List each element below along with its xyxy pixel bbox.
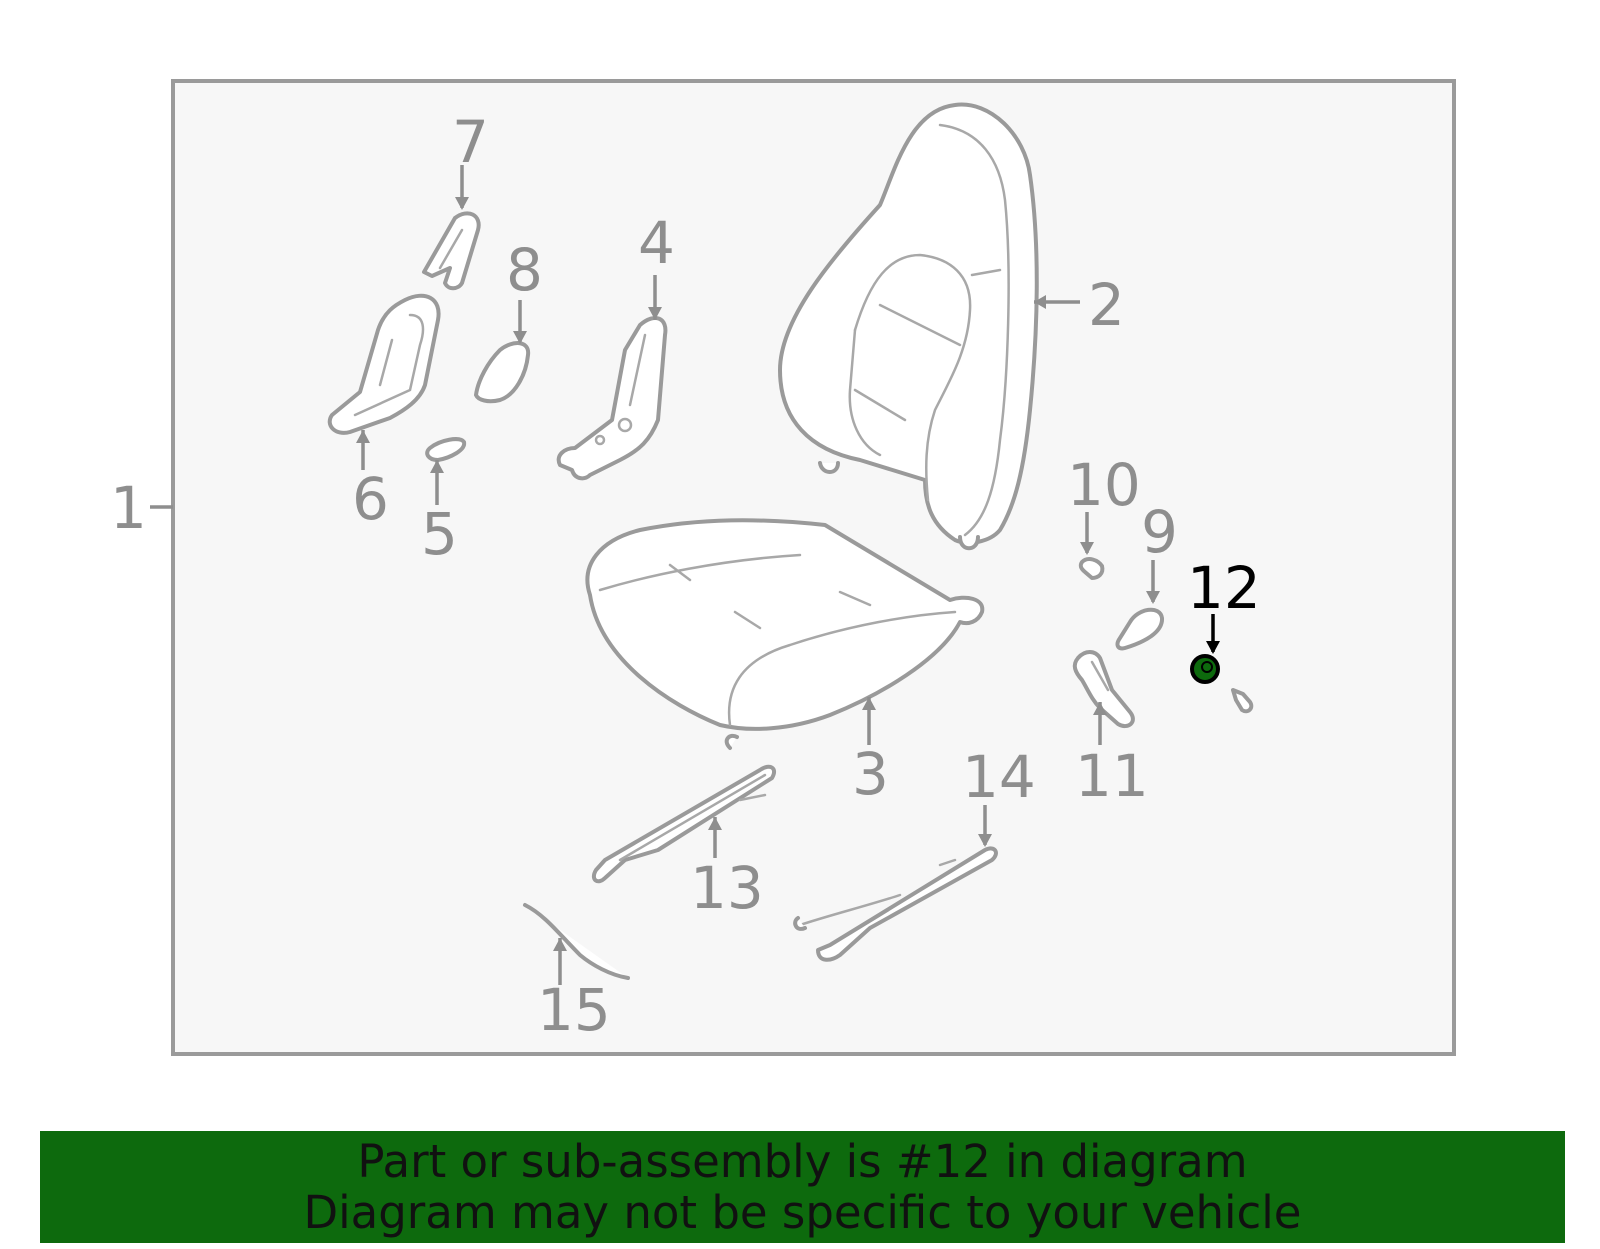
arrow-4 (648, 307, 662, 320)
arrow-10 (1080, 542, 1094, 555)
screw-part (1231, 688, 1254, 714)
arrow-11 (1093, 702, 1107, 715)
callout-1: 1 (110, 474, 147, 542)
callout-8: 8 (506, 236, 543, 304)
seat-cushion-part[interactable] (585, 518, 985, 750)
callout-15: 15 (537, 976, 611, 1044)
banner-line-1: Part or sub-assembly is #12 in diagram (357, 1135, 1248, 1188)
callout-7: 7 (452, 108, 489, 176)
arrow-12 (1206, 641, 1220, 654)
latch-part[interactable] (1072, 650, 1135, 729)
callout-4: 4 (638, 209, 675, 277)
side-shield-part[interactable] (327, 293, 441, 435)
cable-part[interactable] (523, 903, 630, 980)
knob-part[interactable] (425, 437, 467, 462)
callout-2: 2 (1088, 271, 1125, 339)
callout-10: 10 (1067, 451, 1141, 519)
recliner-bracket-part[interactable] (556, 315, 668, 481)
highlighted-part-12[interactable] (1190, 654, 1220, 684)
callout-12: 12 (1187, 554, 1261, 622)
cap-part[interactable] (1078, 557, 1105, 580)
arrow-9 (1146, 591, 1160, 604)
seat-back-part[interactable] (778, 102, 1039, 551)
seat-track-part[interactable] (591, 764, 777, 884)
callout-3: 3 (852, 740, 889, 808)
info-banner: Part or sub-assembly is #12 in diagram D… (40, 1131, 1565, 1243)
arrow-2 (1034, 295, 1046, 309)
arrow-15 (553, 938, 567, 951)
knob-cap-part[interactable] (474, 341, 531, 404)
arrow-14 (978, 834, 992, 847)
callout-5: 5 (421, 500, 458, 568)
arrow-8 (513, 331, 527, 344)
arrow-13 (708, 817, 722, 830)
arrow-7 (455, 197, 469, 210)
callout-14: 14 (962, 743, 1036, 811)
lever-part[interactable] (1115, 607, 1164, 651)
banner-line-2: Diagram may not be specific to your vehi… (303, 1186, 1302, 1239)
arrow-6 (356, 430, 370, 443)
arrow-3 (862, 697, 876, 710)
arrow-5 (430, 460, 444, 473)
callout-11: 11 (1075, 742, 1149, 810)
callout-6: 6 (352, 465, 389, 533)
recliner-cover-part[interactable] (422, 211, 481, 291)
callout-9: 9 (1141, 498, 1178, 566)
seat-adjuster-part[interactable] (793, 846, 998, 962)
callout-13: 13 (690, 854, 764, 922)
